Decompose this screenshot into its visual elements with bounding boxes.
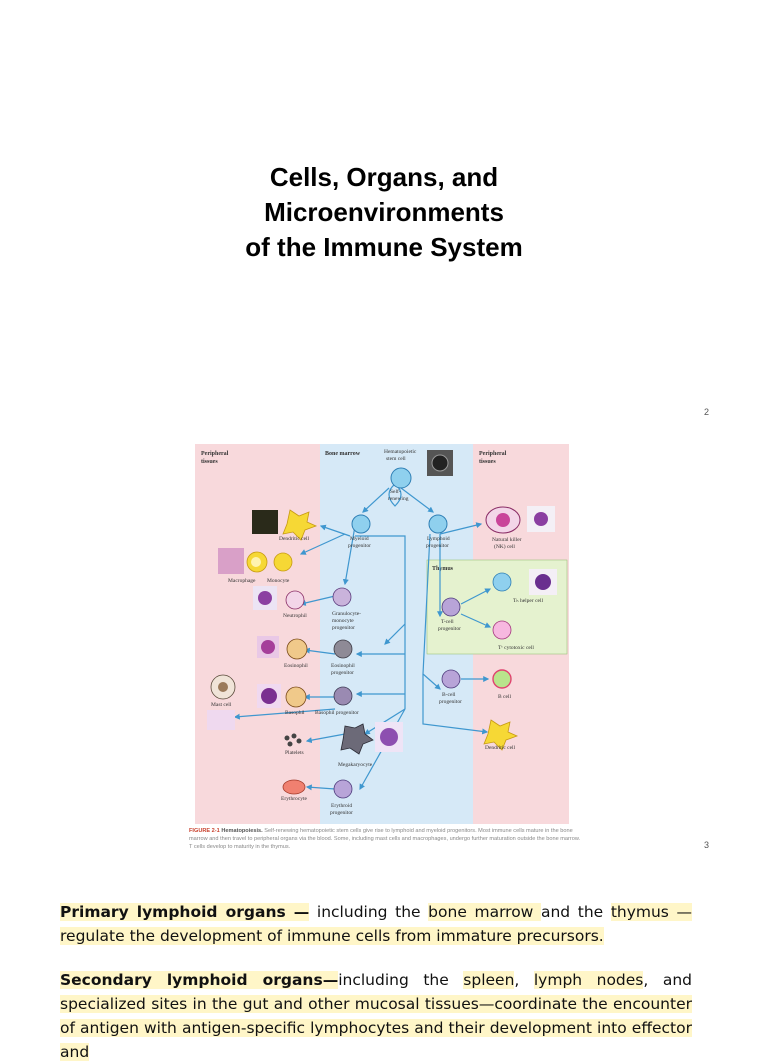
tc-cytotoxic-cell xyxy=(492,620,512,640)
paragraph-primary-lymphoid: Primary lymphoid organs — including the … xyxy=(60,900,693,948)
cell-label: B cell xyxy=(498,694,511,700)
paragraph-secondary-lymphoid: Secondary lymphoid organs—including the … xyxy=(60,968,692,1064)
cell-label: Megakaryocyte xyxy=(338,762,373,768)
cell-label: Basophil progenitor xyxy=(315,710,359,716)
region-label: Thymus xyxy=(432,566,454,572)
b-cell xyxy=(492,669,512,689)
cell-label: T-cell xyxy=(441,619,454,625)
term-spleen: spleen xyxy=(463,971,515,989)
region-label: tissues xyxy=(201,459,218,465)
cell-label: renewing xyxy=(388,496,409,502)
dendritic-cell-right xyxy=(483,719,519,751)
mast-cell-micrograph xyxy=(207,710,235,730)
title-line-2: Microenvironments xyxy=(264,197,504,227)
title-line-1: Cells, Organs, and xyxy=(269,162,499,192)
macrophage-micrograph xyxy=(218,548,244,574)
cell-label: Mast cell xyxy=(211,702,232,708)
lymphoid-progenitor-cell xyxy=(428,514,448,534)
cell-label: Basophil xyxy=(285,710,305,716)
monocyte-cell xyxy=(273,552,293,572)
peripheral-region-left xyxy=(195,444,320,824)
cell-label: Erythroid xyxy=(331,803,352,809)
t-cell-progenitor xyxy=(441,597,461,617)
page-number: 2 xyxy=(704,407,710,417)
cell-label: progenitor xyxy=(331,670,354,676)
term-bone-marrow: bone marrow xyxy=(428,903,541,921)
region-label: Bone marrow xyxy=(325,451,361,457)
hematopoiesis-figure: Peripheral tissues Bone marrow Periphera… xyxy=(195,444,569,824)
region-label: Peripheral xyxy=(201,451,229,457)
paragraph-text: , and xyxy=(643,971,692,989)
term-thymus: thymus xyxy=(610,903,669,921)
title-line-3: of the Immune System xyxy=(245,232,523,262)
cell-label: B-cell xyxy=(442,692,456,698)
paragraph-text: including the xyxy=(309,903,429,921)
eosinophil-cell xyxy=(286,638,308,660)
cell-label: Dendritic cell xyxy=(279,536,310,542)
b-cell-progenitor xyxy=(441,669,461,689)
cell-label: Tₕ helper cell xyxy=(513,598,543,604)
cell-label: progenitor xyxy=(426,543,449,549)
basophil-cell xyxy=(285,686,307,708)
term-secondary-lymphoid-organs: Secondary lymphoid organs— xyxy=(60,971,339,989)
erythroid-progenitor-cell xyxy=(333,779,353,799)
cell-label: monocyte xyxy=(332,618,354,624)
paragraph-text: , xyxy=(514,971,534,989)
dendritic-cell xyxy=(282,509,318,541)
term-lymph-nodes: lymph nodes xyxy=(533,971,644,989)
neutrophil-cell xyxy=(285,590,305,610)
cell-label: progenitor xyxy=(348,543,371,549)
cell-label: Hematopoietic xyxy=(384,449,417,455)
caption-title: Hematopoiesis. xyxy=(221,828,263,834)
cell-label: Myeloid xyxy=(350,536,369,542)
cell-label: progenitor xyxy=(332,625,355,631)
cell-label: Eosinophil xyxy=(284,663,308,669)
slide-title: Cells, Organs, and Microenvironments of … xyxy=(0,160,768,265)
cell-label: progenitor xyxy=(330,810,353,816)
cell-label: Dendritic cell xyxy=(485,745,516,751)
cell-label: (NK) cell xyxy=(494,543,515,550)
eosinophil-progenitor-cell xyxy=(333,639,353,659)
cell-label: Self- xyxy=(390,488,401,495)
region-label: tissues xyxy=(479,459,496,465)
cell-label: Macrophage xyxy=(228,578,256,584)
cell-label: Lymphoid xyxy=(427,536,450,542)
region-label: Peripheral xyxy=(479,451,507,457)
basophil-progenitor-cell xyxy=(333,686,353,706)
term-primary-lymphoid-organs: Primary lymphoid organs — xyxy=(60,903,310,921)
caption-text: Self-renewing hematopoietic stem cells g… xyxy=(189,828,581,850)
erythrocyte-cell xyxy=(282,779,306,795)
paragraph-text: including the xyxy=(338,971,464,989)
granulocyte-monocyte-progenitor-cell xyxy=(332,587,352,607)
cell-label: Natural killer xyxy=(492,537,522,543)
cell-label: Erythrocyte xyxy=(281,796,308,802)
cell-label: Neutrophil xyxy=(283,613,307,619)
paragraph-text: and the xyxy=(540,903,611,921)
th-helper-cell xyxy=(492,572,512,592)
cell-label: stem cell xyxy=(386,456,406,462)
dendritic-cell-micrograph xyxy=(252,510,278,534)
cell-label: progenitor xyxy=(438,626,461,632)
hematopoietic-stem-cell xyxy=(390,467,412,489)
term-specialized-sites: specialized sites in the gut and other m… xyxy=(60,995,692,1061)
cell-label: progenitor xyxy=(439,699,462,705)
cell-label: Platelets xyxy=(285,750,304,756)
figure-caption: FIGURE 2-1 Hematopoiesis. Self-renewing … xyxy=(189,827,581,851)
cell-label: Granulocyte- xyxy=(332,611,361,617)
page-number: 3 xyxy=(704,840,710,850)
megakaryocyte-cell xyxy=(340,723,374,755)
cell-label: Eosinophil xyxy=(331,663,355,669)
cell-label: Monocyte xyxy=(267,578,290,584)
hematopoiesis-diagram: Peripheral tissues Bone marrow Periphera… xyxy=(195,444,569,824)
cell-label: Tᶜ cytotoxic cell xyxy=(498,645,534,651)
platelets xyxy=(284,733,302,747)
caption-label: FIGURE 2-1 xyxy=(189,828,220,834)
myeloid-progenitor-cell xyxy=(351,514,371,534)
